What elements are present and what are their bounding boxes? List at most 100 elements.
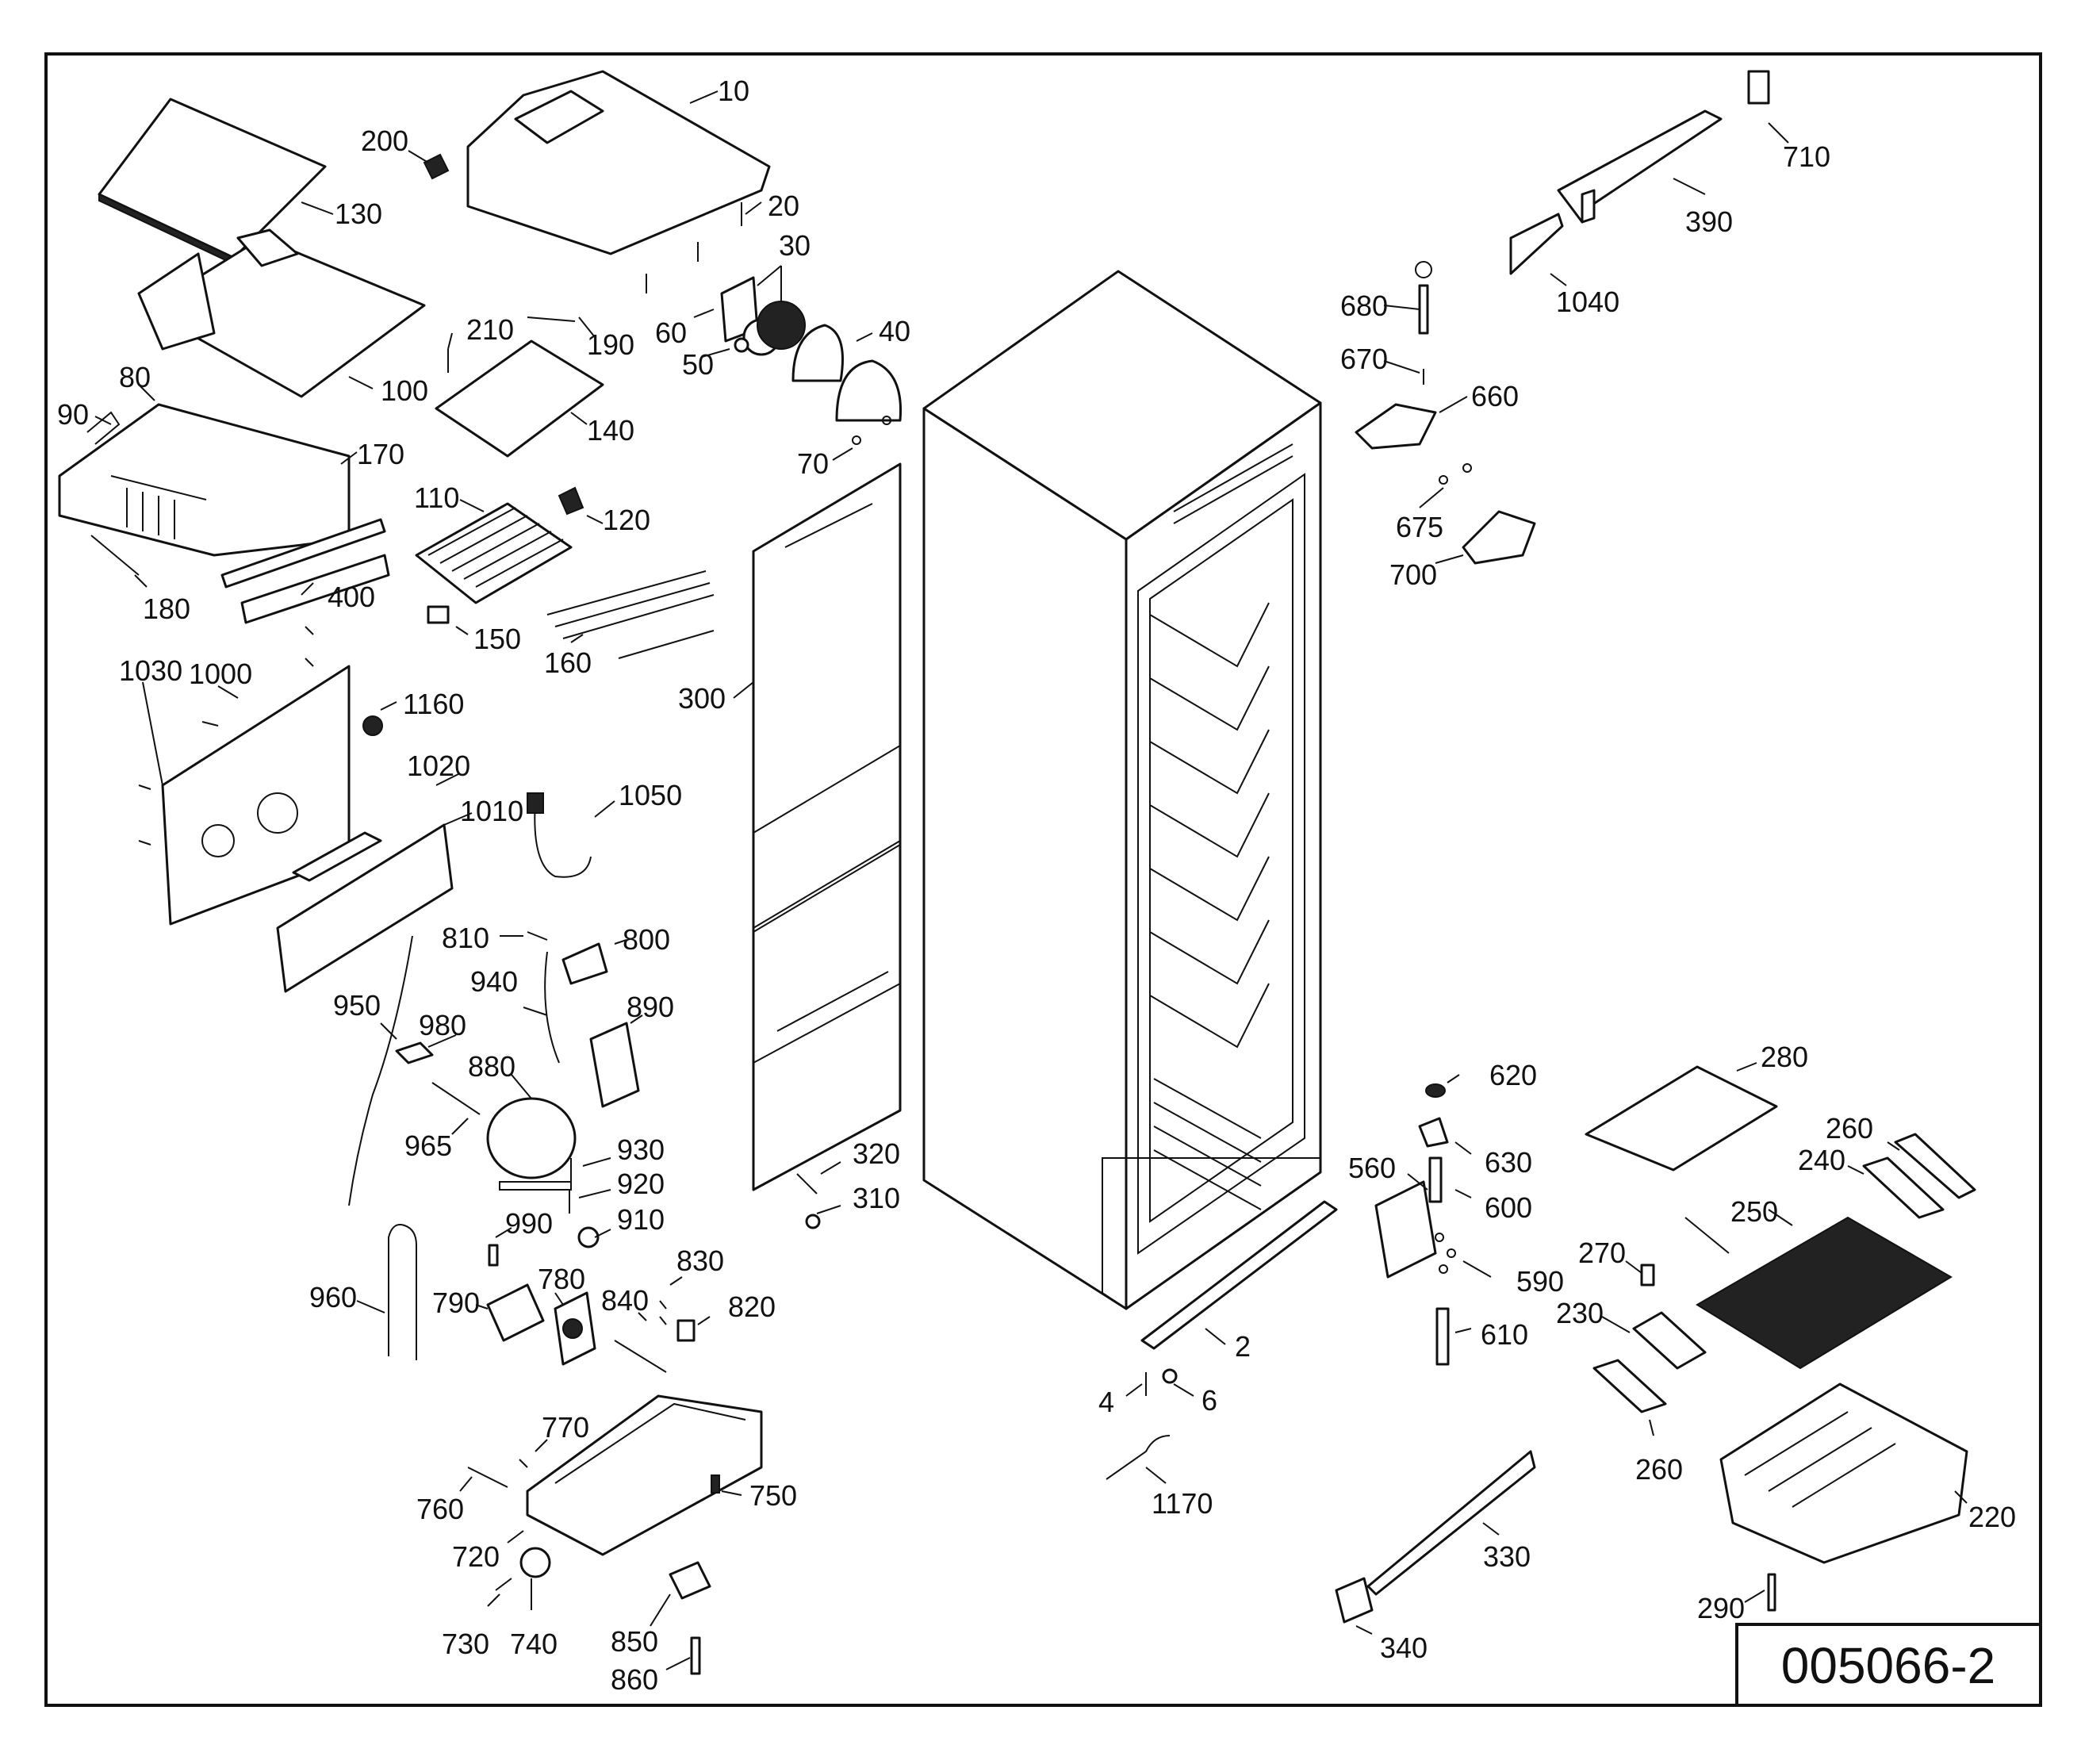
callout-260-top: 260 <box>1826 1112 1873 1145</box>
callout-150: 150 <box>473 623 521 655</box>
part-680-pin <box>1415 261 1432 335</box>
callout-1020: 1020 <box>407 750 470 782</box>
callout-330: 330 <box>1483 1540 1531 1573</box>
callout-820: 820 <box>728 1290 776 1323</box>
callout-910: 910 <box>617 1203 665 1236</box>
part-1010-insulation <box>276 823 454 993</box>
callout-1160: 1160 <box>403 688 464 720</box>
callout-1040: 1040 <box>1556 286 1619 318</box>
part-140-cover-plate <box>435 339 604 458</box>
part-270-clip <box>1640 1264 1655 1287</box>
callout-590: 590 <box>1516 1265 1564 1298</box>
part-590-screws <box>1435 1233 1456 1274</box>
callout-240: 240 <box>1798 1144 1845 1176</box>
callout-100: 100 <box>381 374 428 407</box>
callout-250: 250 <box>1730 1195 1778 1228</box>
part-830-screws <box>659 1300 667 1325</box>
cabinet <box>922 270 1322 1310</box>
part-960-drain-tube <box>388 1224 417 1360</box>
part-290-screw <box>1767 1573 1776 1612</box>
callout-960: 960 <box>309 1281 357 1313</box>
callout-2: 2 <box>1235 1330 1251 1363</box>
callout-850: 850 <box>611 1625 658 1658</box>
callout-1000: 1000 <box>189 658 252 690</box>
callout-120: 120 <box>603 504 650 536</box>
callout-390: 390 <box>1685 205 1733 238</box>
part-600-pin <box>1428 1156 1443 1203</box>
callout-90: 90 <box>57 398 89 431</box>
callout-810: 810 <box>442 922 489 954</box>
part-730-pin <box>495 1578 512 1591</box>
part-1170-wrench <box>1106 1435 1171 1480</box>
drawing-code: 005066-2 <box>1781 1637 1995 1694</box>
callout-740: 740 <box>510 1628 558 1660</box>
callout-620: 620 <box>1489 1059 1537 1091</box>
part-780-fan <box>554 1291 596 1366</box>
part-1000-rear-panel <box>161 665 351 926</box>
part-90-clip <box>86 411 121 445</box>
callout-290: 290 <box>1697 1592 1745 1624</box>
callout-860: 860 <box>611 1663 658 1696</box>
part-710-cap <box>1747 70 1770 105</box>
part-770-screw <box>519 1459 528 1468</box>
part-800-relay <box>561 942 608 985</box>
callout-840: 840 <box>601 1284 649 1317</box>
part-620-washer <box>1425 1083 1446 1098</box>
part-170-strip <box>220 518 386 589</box>
part-890-cover <box>589 1022 640 1108</box>
part-2-hinge-rail <box>1140 1200 1338 1350</box>
callout-170: 170 <box>357 438 404 470</box>
callout-800: 800 <box>623 923 670 956</box>
callout-700: 700 <box>1389 558 1437 591</box>
callout-950: 950 <box>333 989 381 1022</box>
part-750-clip <box>711 1474 720 1494</box>
callout-830: 830 <box>676 1244 724 1277</box>
callout-880: 880 <box>468 1050 515 1083</box>
part-880-compressor <box>486 1097 577 1191</box>
callout-310: 310 <box>853 1182 900 1214</box>
callout-560: 560 <box>1348 1152 1396 1184</box>
callout-180: 180 <box>143 592 190 625</box>
callout-60: 60 <box>655 316 687 349</box>
callout-770: 770 <box>542 1411 589 1444</box>
part-100-shelf <box>137 228 426 398</box>
callout-40: 40 <box>879 315 910 347</box>
callout-750: 750 <box>749 1479 797 1512</box>
callout-660: 660 <box>1471 380 1519 412</box>
part-120-connector <box>558 486 584 516</box>
callout-610: 610 <box>1481 1318 1528 1351</box>
callout-600: 600 <box>1485 1191 1532 1224</box>
part-1160-grommet <box>362 715 383 736</box>
part-400-label <box>240 554 390 624</box>
callout-965: 965 <box>404 1129 452 1162</box>
part-280-insulation-sheet <box>1585 1065 1778 1172</box>
callout-10: 10 <box>718 75 749 107</box>
part-790-gasket <box>486 1283 545 1342</box>
callout-890: 890 <box>627 991 674 1023</box>
part-720-base-tray <box>526 1394 763 1556</box>
part-910-grommet <box>577 1226 600 1248</box>
part-965-tube <box>431 1082 481 1115</box>
part-810-screw <box>527 931 548 941</box>
callout-730: 730 <box>442 1628 489 1660</box>
callout-260-bottom: 260 <box>1635 1453 1683 1486</box>
part-260-lower-bracket <box>1592 1359 1667 1413</box>
callout-680: 680 <box>1340 290 1388 322</box>
part-1040-panel <box>1509 213 1564 275</box>
callout-200: 200 <box>361 125 408 157</box>
part-50-nut <box>734 337 749 353</box>
callout-760: 760 <box>416 1493 464 1525</box>
part-840-shaft <box>614 1340 667 1373</box>
callout-220: 220 <box>1968 1501 2016 1533</box>
callout-190: 190 <box>587 328 634 361</box>
part-200-clip <box>423 153 450 180</box>
part-860-pin <box>690 1636 701 1675</box>
part-1050-cable <box>527 792 592 878</box>
callout-920: 920 <box>617 1168 665 1200</box>
callout-160: 160 <box>544 646 592 679</box>
callout-340: 340 <box>1380 1632 1428 1664</box>
part-1020-seal <box>292 831 382 882</box>
part-30-fan-motor <box>742 301 806 356</box>
callout-630: 630 <box>1485 1146 1532 1179</box>
